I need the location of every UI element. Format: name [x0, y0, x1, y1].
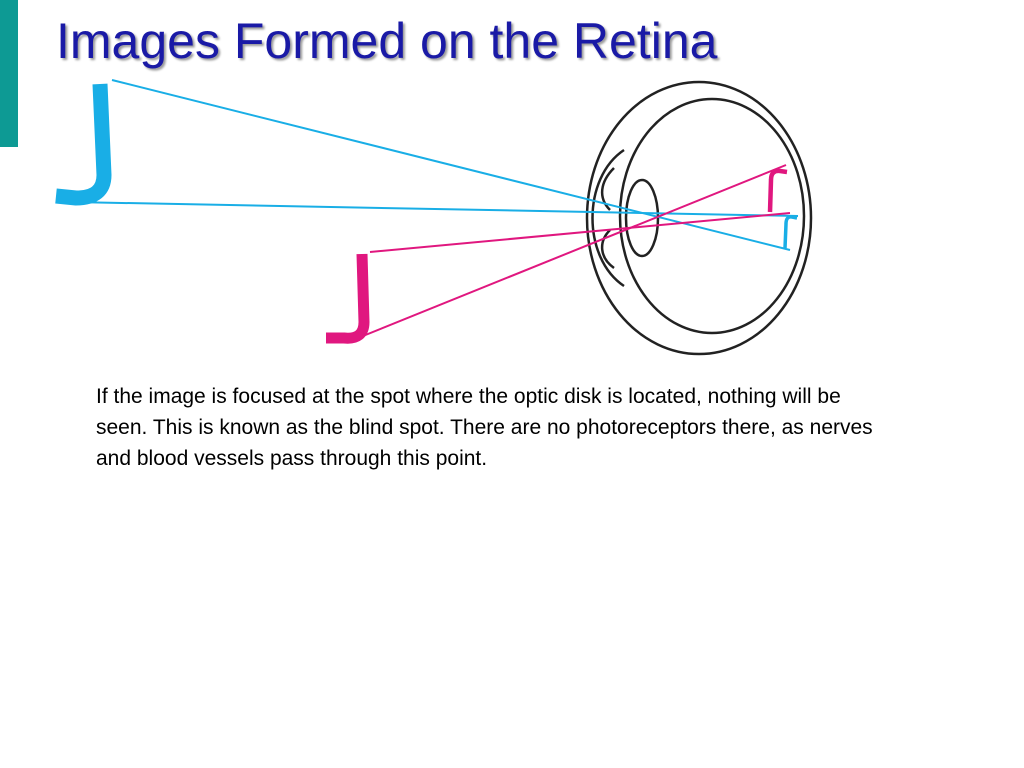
- slide-title: Images Formed on the Retina: [56, 13, 718, 69]
- far-ray-bottom: [71, 201, 799, 217]
- near-object-letter-j: [326, 253, 370, 344]
- blind-spot-explanation: If the image is focused at the spot wher…: [96, 385, 873, 470]
- far-object-letter-j: [55, 83, 112, 206]
- far-retinal-image: [783, 215, 798, 249]
- lens: [624, 178, 660, 258]
- iris-lower: [601, 229, 615, 270]
- eyeball-outer: [585, 80, 813, 356]
- cornea: [591, 148, 625, 288]
- near-ray-top: [369, 212, 791, 253]
- eyeball-inner: [618, 97, 806, 335]
- near-object-rays: [357, 164, 791, 339]
- retina-image-diagram: [55, 79, 813, 356]
- eye-icon: [585, 80, 813, 356]
- accent-bar: [0, 0, 18, 147]
- near-ray-bottom: [357, 164, 787, 339]
- far-object-rays: [71, 79, 799, 251]
- iris-upper: [601, 167, 615, 211]
- far-ray-top: [111, 79, 791, 251]
- near-retinal-image: [767, 168, 788, 213]
